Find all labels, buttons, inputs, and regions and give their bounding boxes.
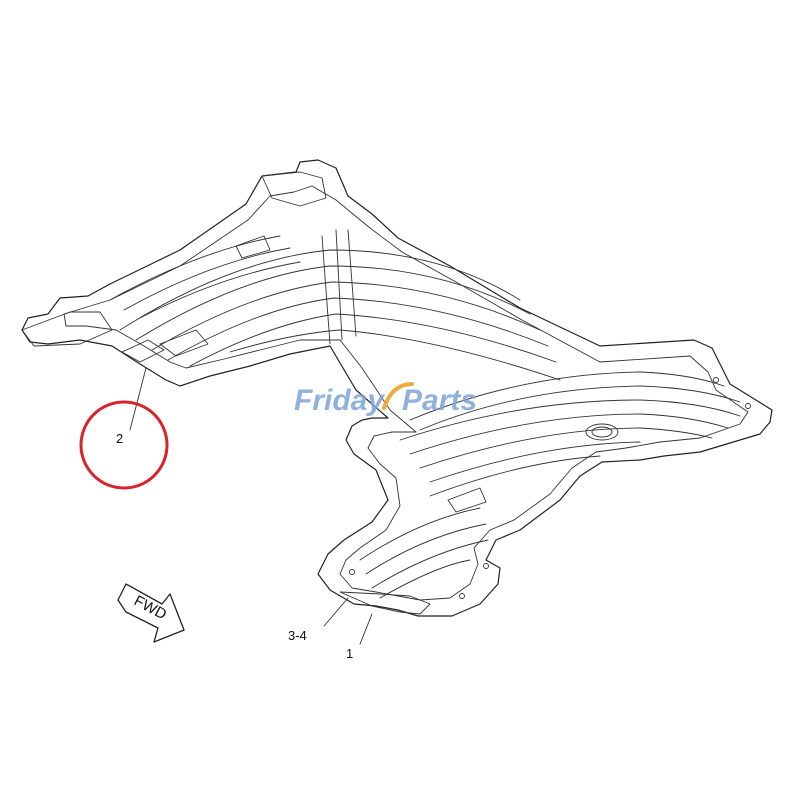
fwd-arrow: FWD	[117, 583, 185, 643]
callout-1: 1	[346, 613, 373, 661]
callout-2-label: 2	[116, 431, 123, 446]
watermark-friday: Friday	[294, 384, 385, 417]
callout-3-4-label: 3-4	[288, 628, 307, 643]
callout-1-leader	[359, 613, 373, 645]
callout-1-label: 1	[346, 646, 353, 661]
watermark-swoosh-icon	[382, 382, 414, 410]
watermark-parts: Parts	[402, 384, 477, 417]
fwd-arrow-icon	[117, 583, 185, 643]
callout-2: 2	[79, 367, 169, 490]
highlight-circle	[79, 400, 169, 490]
floor-mat-outline	[21, 159, 773, 617]
callout-2-leader	[129, 367, 147, 431]
callout-3-4-leader	[323, 597, 349, 627]
watermark: Friday Parts	[294, 382, 477, 417]
callout-3-4: 3-4	[288, 597, 349, 643]
